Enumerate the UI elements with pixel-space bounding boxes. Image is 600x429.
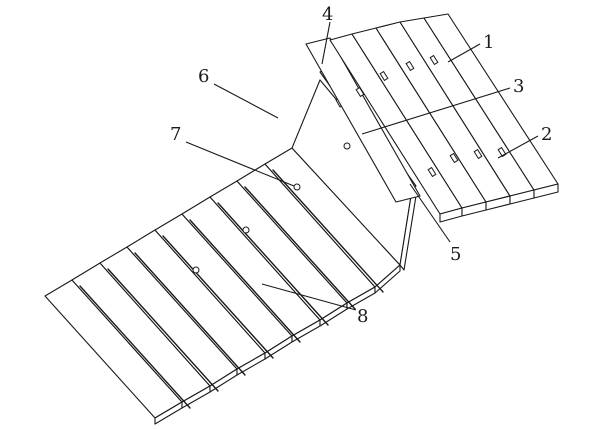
label-4: 4 [322, 4, 333, 25]
leader-2 [497, 135, 539, 159]
bolt-hole-2 [242, 226, 250, 234]
leader-5 [409, 183, 451, 243]
label-1: 1 [483, 32, 494, 53]
leader-7 [185, 141, 295, 187]
bolt-hole-1 [192, 266, 200, 274]
label-3: 3 [513, 76, 524, 97]
leader-6 [213, 83, 279, 119]
label-8: 8 [357, 306, 368, 327]
bolt-hole-3 [293, 183, 301, 191]
bolt-hole-4 [343, 142, 351, 150]
leader-3 [361, 87, 511, 135]
label-2: 2 [541, 124, 552, 145]
leader-4 [321, 21, 331, 65]
labels: 1 2 3 4 5 6 7 8 [170, 4, 552, 327]
upper-base-plate [305, 37, 421, 203]
leader-8 [261, 283, 357, 311]
label-6: 6 [198, 66, 209, 87]
leader-1 [447, 43, 481, 63]
label-7: 7 [170, 124, 181, 145]
label-5: 5 [450, 244, 461, 265]
lower-slat-group [44, 79, 417, 425]
leader-lines [185, 21, 539, 311]
